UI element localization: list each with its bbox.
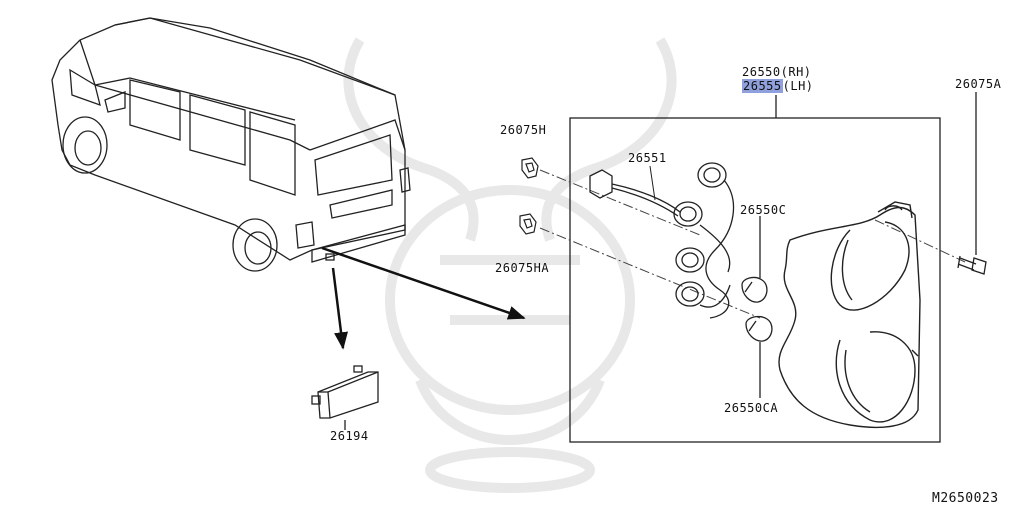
pointer-arrows <box>321 246 526 350</box>
bulbs <box>741 216 773 398</box>
label-26075a: 26075A <box>955 77 1002 91</box>
label-26550-rh: 26550(RH) <box>742 65 812 79</box>
label-26555-part-highlight[interactable]: 26555 <box>742 79 783 93</box>
label-26075ha: 26075HA <box>495 261 550 275</box>
van-illustration <box>51 17 411 272</box>
diagram-code: M2650023 <box>932 491 999 506</box>
label-26194: 26194 <box>330 429 369 443</box>
assembly-frame <box>569 92 977 443</box>
lamp-housing <box>778 201 921 429</box>
label-26555-lh: 26555(LH) <box>742 79 814 93</box>
label-26075h: 26075H <box>500 123 547 137</box>
guide-lines <box>539 169 966 319</box>
label-26555-side: (LH) <box>782 79 814 93</box>
leader-lines <box>649 165 656 201</box>
side-marker-lamp <box>311 365 379 430</box>
label-26550c: 26550C <box>740 203 787 217</box>
watermark-emblem <box>343 37 677 493</box>
clip-parts <box>519 157 539 235</box>
harness-sockets <box>589 162 735 319</box>
screw-part <box>957 255 987 275</box>
label-26550ca: 26550CA <box>724 401 779 415</box>
label-26551: 26551 <box>628 151 667 165</box>
